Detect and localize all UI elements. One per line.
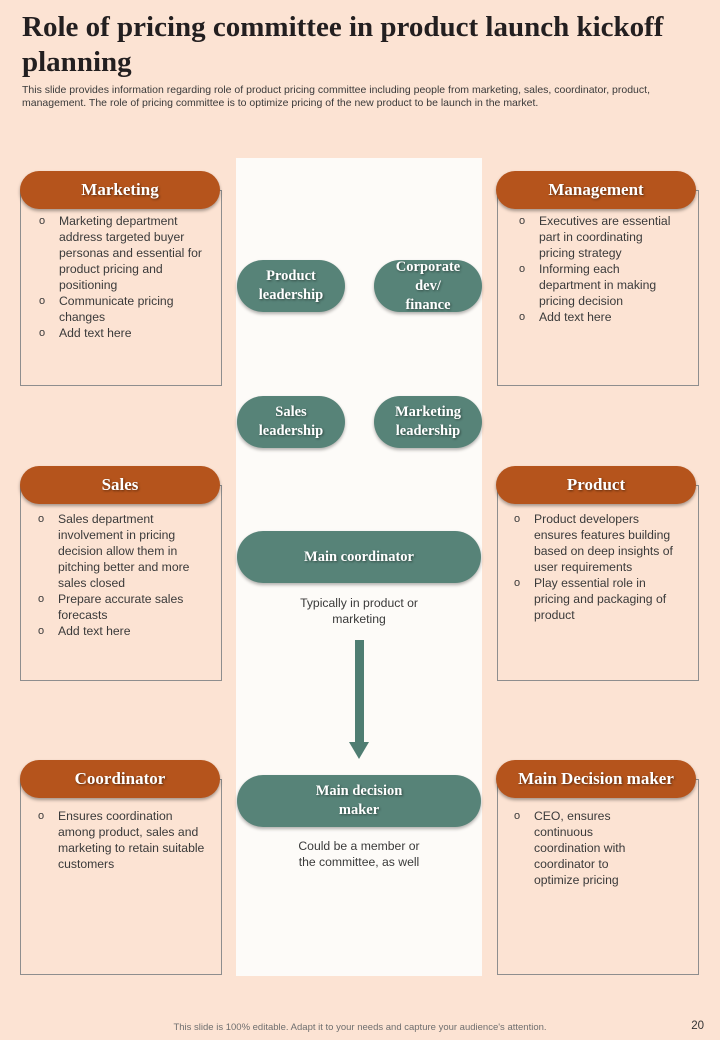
decision-maker-note: Could be a member or the committee, as w… xyxy=(298,839,420,869)
main-coordinator-pill: Main coordinator xyxy=(237,531,481,583)
marketing-leadership-label: Marketing leadership xyxy=(394,404,462,439)
marketing-leadership-pill: Marketing leadership xyxy=(374,396,482,448)
main-coordinator-note: Typically in product or marketing xyxy=(300,596,418,626)
decision-maker-header: Main Decision maker xyxy=(496,760,696,798)
footer-text: This slide is 100% editable. Adapt it to… xyxy=(173,1022,547,1033)
page-title: Role of pricing committee in product lau… xyxy=(22,11,664,78)
management-header: Management xyxy=(496,171,696,209)
sales-leadership-pill: Sales leadership xyxy=(237,396,345,448)
coordinator-header: Coordinator xyxy=(20,760,220,798)
product-leadership-pill: Product leadership xyxy=(237,260,345,312)
product-header: Product xyxy=(496,466,696,504)
corporate-finance-pill: Corporate dev/ finance xyxy=(374,258,482,313)
main-coordinator-label: Main coordinator xyxy=(304,548,414,565)
product-leadership-label: Product leadership xyxy=(258,268,324,303)
page-number: 20 xyxy=(691,1020,704,1032)
main-decision-maker-pill: Main decision maker xyxy=(237,775,481,827)
page-subtitle: This slide provides information regardin… xyxy=(22,84,650,109)
main-decision-maker-label: Main decision maker xyxy=(315,783,403,818)
corporate-finance-label: Corporate dev/ finance xyxy=(395,258,461,313)
sales-leadership-label: Sales leadership xyxy=(258,404,324,439)
marketing-header: Marketing xyxy=(20,171,220,209)
arrow-shaft xyxy=(355,640,364,744)
sales-header: Sales xyxy=(20,466,220,504)
arrow-down-icon xyxy=(349,742,369,759)
